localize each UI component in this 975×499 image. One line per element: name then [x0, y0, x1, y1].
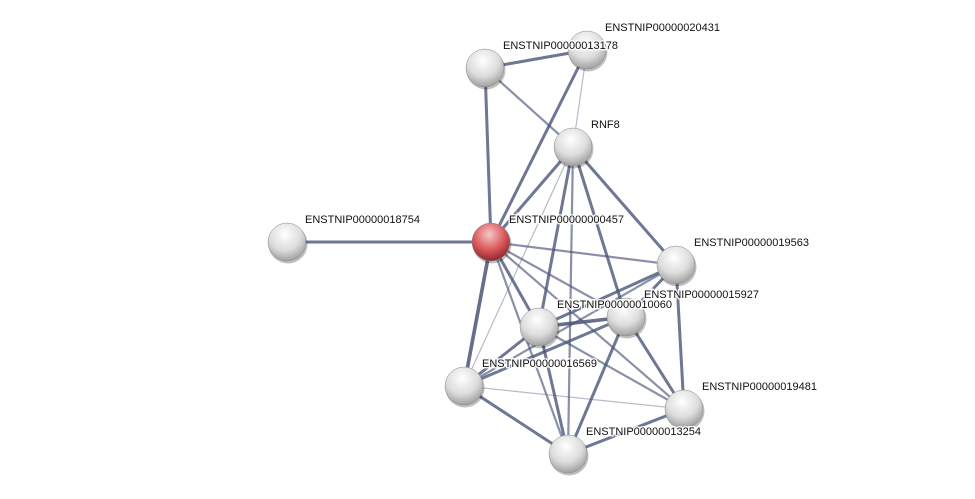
- node-enstnip00000015927[interactable]: [606, 297, 647, 339]
- node-ball[interactable]: [471, 222, 511, 262]
- node-label: ENSTNIP00000013254: [586, 426, 701, 438]
- node-label: ENSTNIP00000010060: [557, 299, 672, 311]
- edge-E-F[interactable]: [571, 146, 678, 266]
- edge-A-J[interactable]: [490, 241, 685, 410]
- node-enstnip00000010060[interactable]: [519, 307, 560, 349]
- node-label: ENSTNIP00000020431: [605, 22, 720, 34]
- node-enstnip00000020431[interactable]: [567, 30, 608, 72]
- node-ball[interactable]: [606, 297, 646, 337]
- edge-A-F[interactable]: [490, 240, 677, 267]
- nodes-layer: [267, 30, 705, 476]
- edge-H-K[interactable]: [566, 316, 628, 455]
- node-enstnip00000019481[interactable]: [664, 389, 705, 431]
- node-ball[interactable]: [267, 222, 307, 262]
- node-label: ENSTNIP00000019481: [702, 381, 817, 393]
- node-label: ENSTNIP00000018754: [305, 214, 420, 226]
- edge-A-E[interactable]: [489, 146, 575, 243]
- edge-I-K[interactable]: [463, 384, 569, 456]
- node-enstnip00000019563[interactable]: [656, 245, 697, 287]
- node-enstnip00000000457[interactable]: [471, 222, 512, 264]
- edge-I-J[interactable]: [463, 385, 685, 410]
- node-ball[interactable]: [567, 30, 607, 70]
- node-label: ENSTNIP00000000457: [509, 214, 624, 226]
- edge-E-G[interactable]: [537, 146, 575, 328]
- node-ball[interactable]: [553, 127, 593, 167]
- node-label: RNF8: [591, 119, 620, 131]
- edge-E-K[interactable]: [566, 146, 575, 455]
- node-enstnip00000016569[interactable]: [444, 366, 485, 408]
- edge-C-E[interactable]: [484, 67, 574, 148]
- node-label: ENSTNIP00000015927: [644, 289, 759, 301]
- edge-J-K[interactable]: [567, 407, 685, 456]
- labels-layer: ENSTNIP00000000457ENSTNIP00000018754ENST…: [304, 21, 819, 440]
- node-ball[interactable]: [548, 434, 588, 474]
- node-label: ENSTNIP00000016569: [482, 358, 597, 370]
- edge-A-H[interactable]: [490, 241, 627, 318]
- edge-G-J[interactable]: [538, 326, 685, 410]
- node-ball[interactable]: [519, 307, 559, 347]
- edge-F-J[interactable]: [674, 264, 686, 410]
- node-enstnip00000013254[interactable]: [548, 434, 589, 476]
- edge-A-C[interactable]: [483, 67, 493, 243]
- node-enstnip00000018754[interactable]: [267, 222, 308, 264]
- node-label: ENSTNIP00000019563: [694, 237, 809, 249]
- node-rnf8[interactable]: [553, 127, 594, 169]
- edge-H-I[interactable]: [463, 315, 627, 388]
- node-enstnip00000013178[interactable]: [465, 48, 506, 90]
- node-label: ENSTNIP00000013178: [503, 40, 618, 52]
- edge-F-I[interactable]: [463, 264, 677, 387]
- node-ball[interactable]: [444, 366, 484, 406]
- edge-F-G[interactable]: [538, 263, 677, 329]
- edge-A-I[interactable]: [462, 241, 493, 387]
- edge-E-I[interactable]: [463, 146, 574, 387]
- edge-G-K[interactable]: [537, 326, 570, 455]
- edge-E-H[interactable]: [571, 146, 628, 318]
- node-ball[interactable]: [465, 48, 505, 88]
- node-ball[interactable]: [664, 389, 704, 429]
- edge-A-D[interactable]: [489, 49, 589, 243]
- node-ball[interactable]: [656, 245, 696, 285]
